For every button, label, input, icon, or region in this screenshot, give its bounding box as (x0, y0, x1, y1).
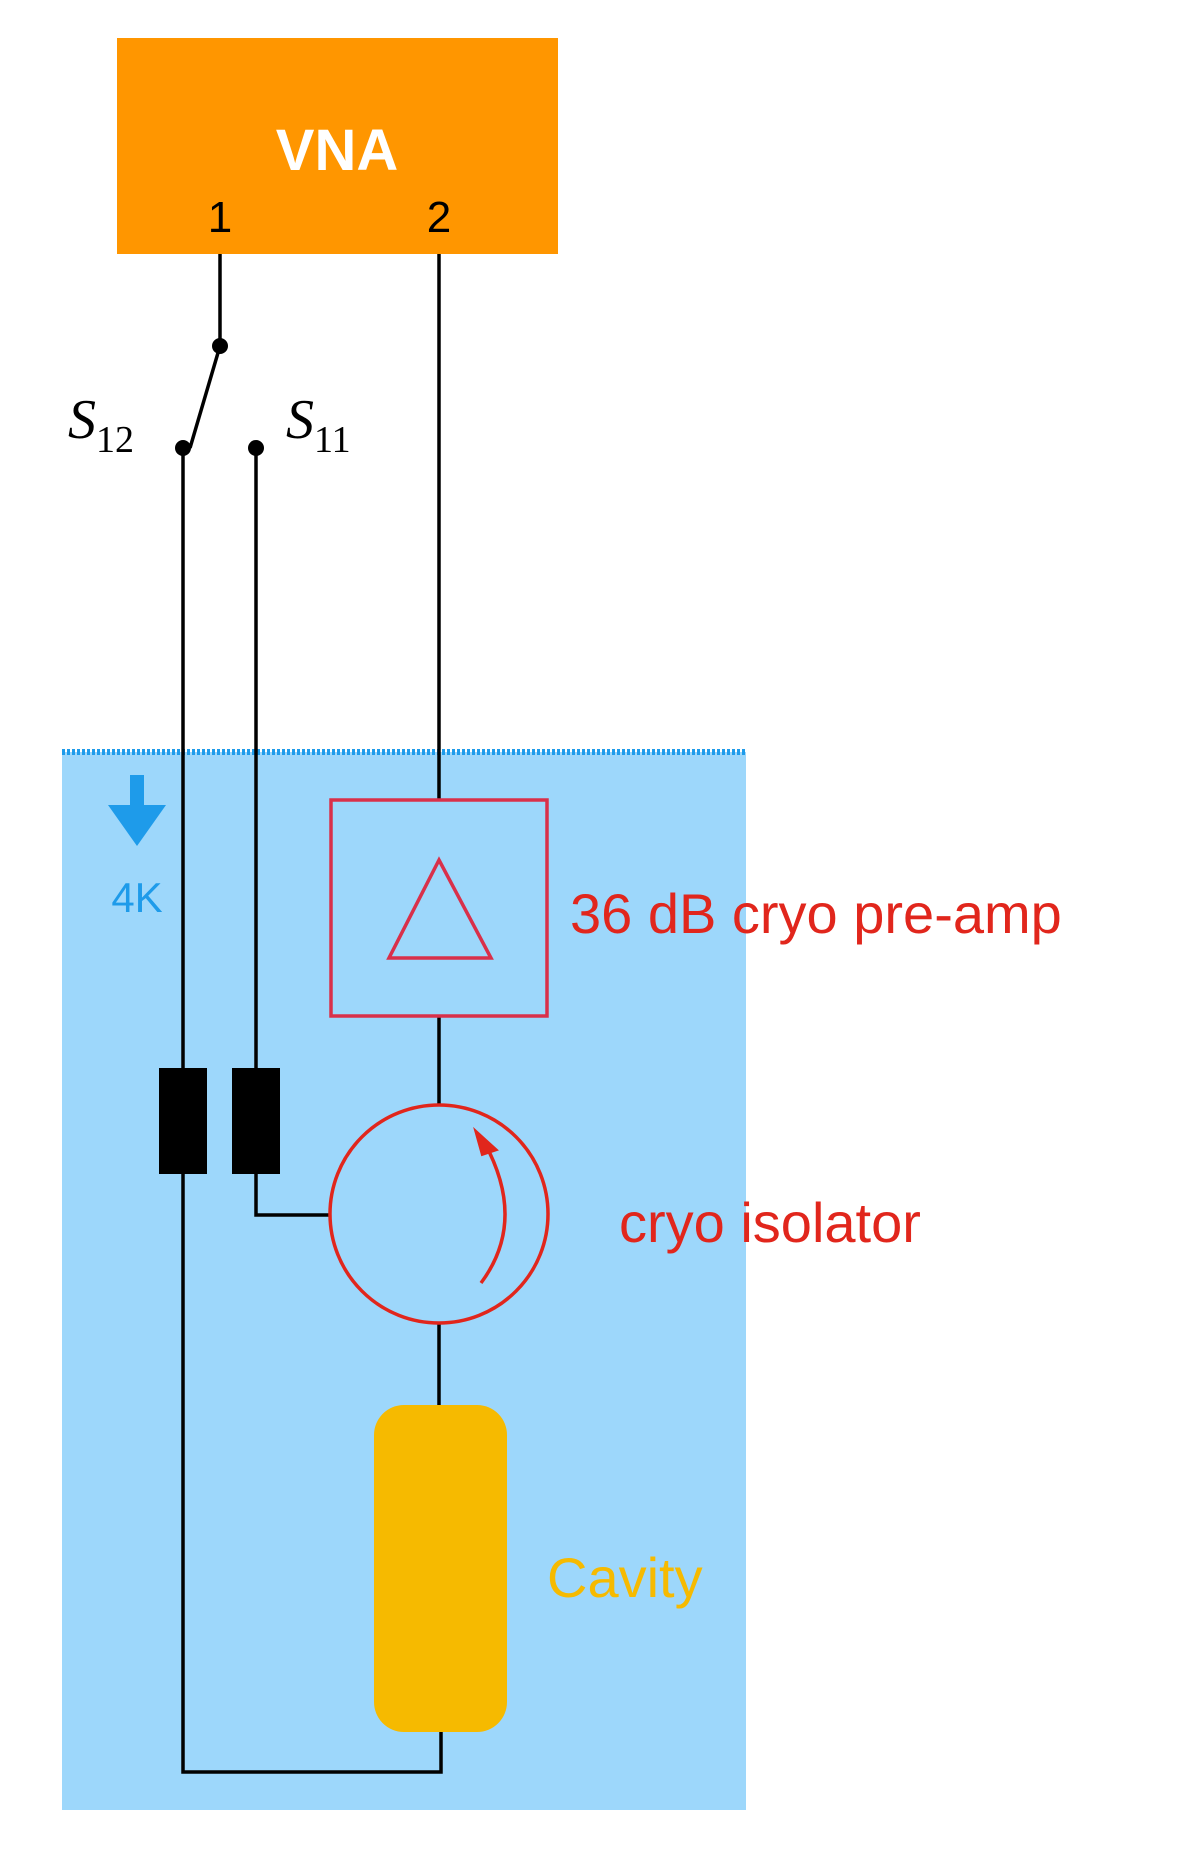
vna-title: VNA (276, 118, 398, 183)
attenuator-block-s12 (159, 1068, 207, 1174)
preamp-box (329, 798, 549, 1018)
switch-pivot (212, 338, 228, 354)
circulation-arrow-icon (479, 1139, 507, 1285)
vna-port-2-label: 2 (427, 193, 451, 242)
switch-lever (188, 345, 222, 449)
attenuator-block-s11 (232, 1068, 280, 1174)
isolator-circle (328, 1103, 550, 1325)
s11-label: S11 (286, 389, 351, 461)
cooling-arrow-icon (108, 775, 166, 846)
wire-s11 (254, 448, 330, 1217)
s12-label: S12 (68, 389, 134, 461)
switch-contact-s11 (248, 440, 264, 456)
switch-contact-s12 (175, 440, 191, 456)
circulation-arrowhead (473, 1126, 499, 1157)
vna-box (117, 38, 558, 254)
temperature-label: 4K (111, 874, 162, 921)
preamp-label: 36 dB cryo pre-amp (570, 882, 1062, 945)
cavity-label: Cavity (547, 1546, 703, 1609)
amplifier-triangle-icon (386, 856, 494, 960)
isolator-label: cryo isolator (619, 1191, 921, 1254)
vna-port-1-label: 1 (208, 193, 232, 242)
cavity-block (374, 1405, 507, 1732)
